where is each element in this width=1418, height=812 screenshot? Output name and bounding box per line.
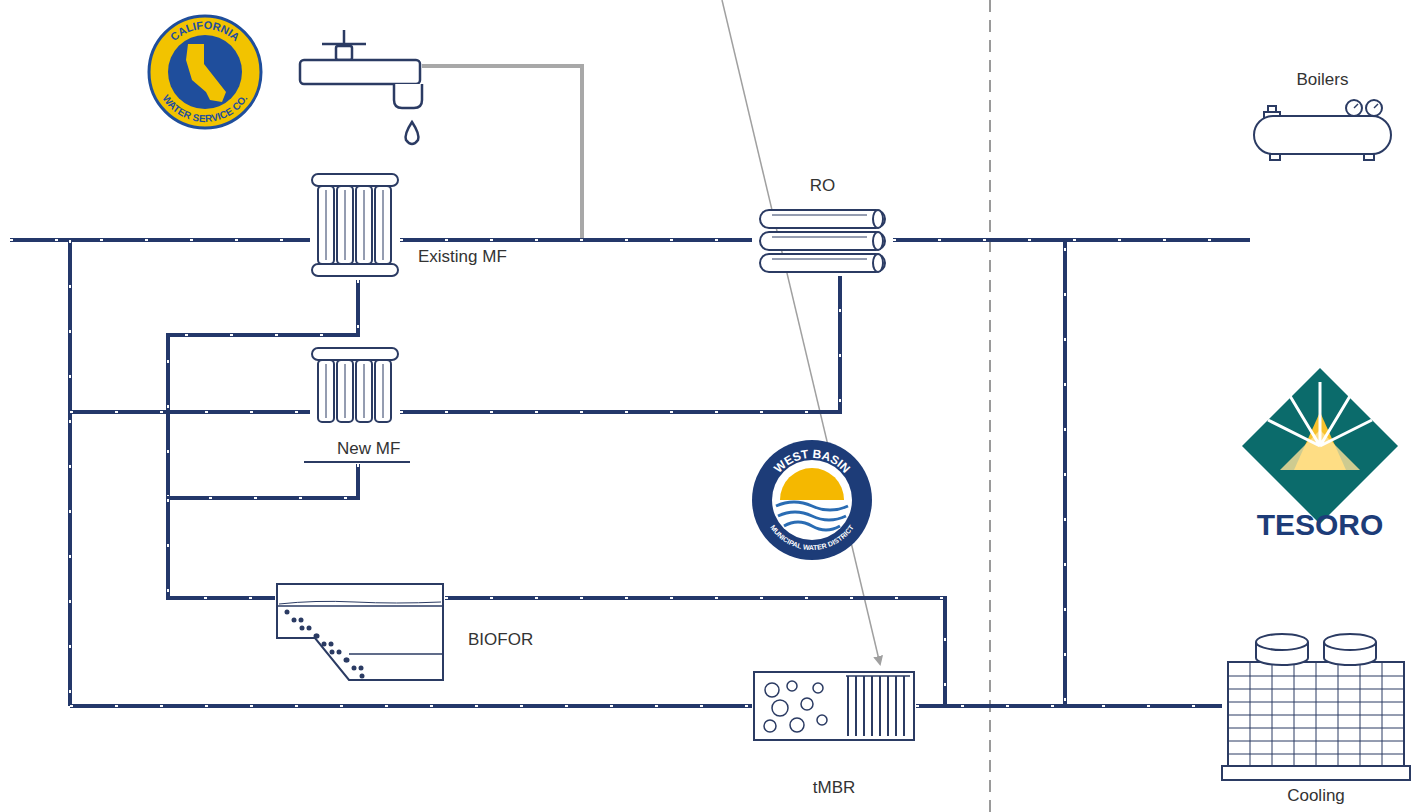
unit-label: BIOFOR xyxy=(468,630,533,650)
unit-label: Boilers xyxy=(1297,70,1349,90)
unit-icon xyxy=(752,670,916,742)
westbasin-logo xyxy=(752,440,872,560)
logo-text: MUNICIPAL WATER DISTRICT xyxy=(769,523,855,551)
unit-icon xyxy=(275,582,445,682)
microfilter-unit: New MF xyxy=(310,346,400,464)
faucet-icon xyxy=(300,30,422,144)
unit-icon xyxy=(752,206,893,276)
brand-name: TESORO xyxy=(1257,508,1384,542)
reverse-osmosis-unit: RO xyxy=(752,206,893,276)
pipe-connector xyxy=(893,240,1222,706)
unit-icon xyxy=(1250,98,1395,162)
logo-text: WEST BASIN xyxy=(771,447,853,476)
boiler-unit: Boilers xyxy=(1250,98,1395,162)
unit-label: tMBR xyxy=(813,778,856,798)
feed-pipes xyxy=(10,240,752,706)
potable-supply-line xyxy=(422,66,582,238)
membrane-bioreactor: tMBR xyxy=(752,670,916,742)
pipe-connector xyxy=(400,276,840,412)
unit-label: Existing MF xyxy=(418,247,507,267)
cooling-tower: Cooling xyxy=(1222,628,1410,782)
microfilter-unit: Existing MF xyxy=(310,172,400,280)
calwater-logo xyxy=(149,16,261,128)
pipe-connector xyxy=(168,280,358,598)
tesoro-logo xyxy=(1242,368,1398,524)
logo-text: WATER SERVICE CO. xyxy=(160,93,249,124)
leader-line xyxy=(722,0,880,664)
pipe-connector xyxy=(400,240,752,241)
pipe-connector xyxy=(168,464,358,598)
unit-label: RO xyxy=(810,176,836,196)
unit-label: Cooling xyxy=(1287,786,1345,806)
unit-icon xyxy=(1222,628,1410,782)
unit-label: New MF xyxy=(337,439,400,459)
biofilter-tank: BIOFOR xyxy=(275,582,445,682)
logo-text: CALIFORNIA xyxy=(168,19,242,43)
divider-line xyxy=(989,0,991,812)
unit-icon xyxy=(310,172,400,280)
